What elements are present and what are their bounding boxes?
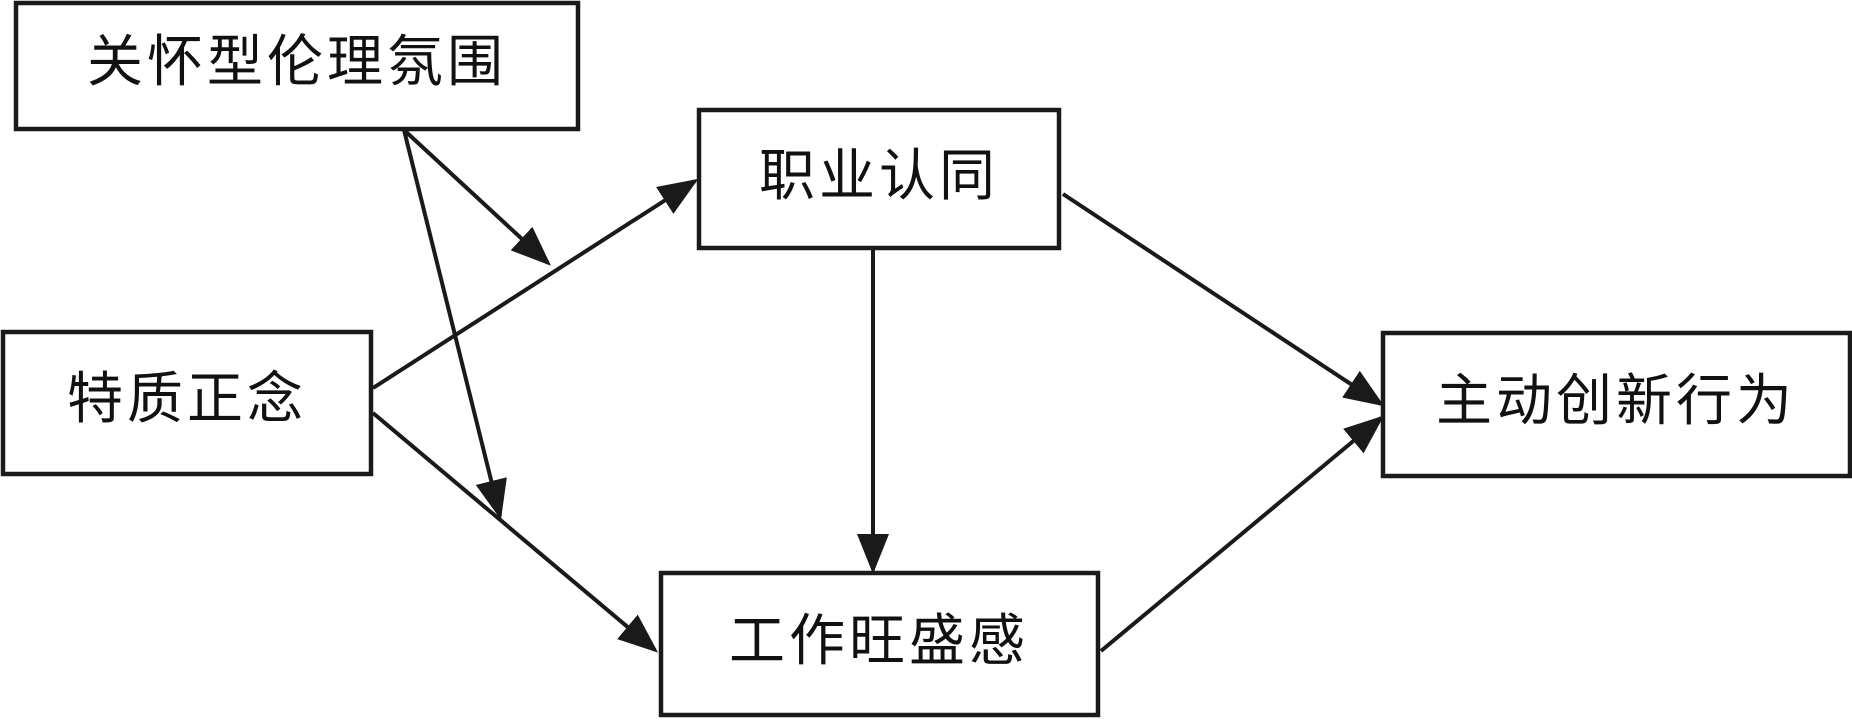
edge-climate-moderates-thriving-path: [402, 129, 507, 520]
node-proactive-innovation-behavior: 主动创新行为: [1380, 330, 1852, 479]
edge-thriving-to-innovation: [1099, 415, 1385, 653]
node-trait-mindfulness: 特质正念: [0, 329, 374, 477]
node-career-identity-label: 职业认同: [759, 144, 999, 209]
node-caring-ethical-climate-label: 关怀型伦理氛围: [87, 30, 507, 95]
edge-climate-moderates-identity-path: [402, 128, 551, 266]
edge-mindfulness-to-thriving: [371, 411, 659, 653]
edge-identity-to-innovation: [1061, 192, 1385, 407]
node-caring-ethical-climate: 关怀型伦理氛围: [13, 0, 581, 132]
node-thriving-at-work-label: 工作旺盛感: [729, 609, 1029, 674]
node-trait-mindfulness-label: 特质正念: [67, 367, 307, 432]
node-proactive-innovation-behavior-label: 主动创新行为: [1436, 369, 1796, 434]
node-thriving-at-work: 工作旺盛感: [658, 570, 1101, 718]
node-career-identity: 职业认同: [696, 107, 1062, 251]
edge-mindfulness-to-identity: [371, 178, 699, 390]
